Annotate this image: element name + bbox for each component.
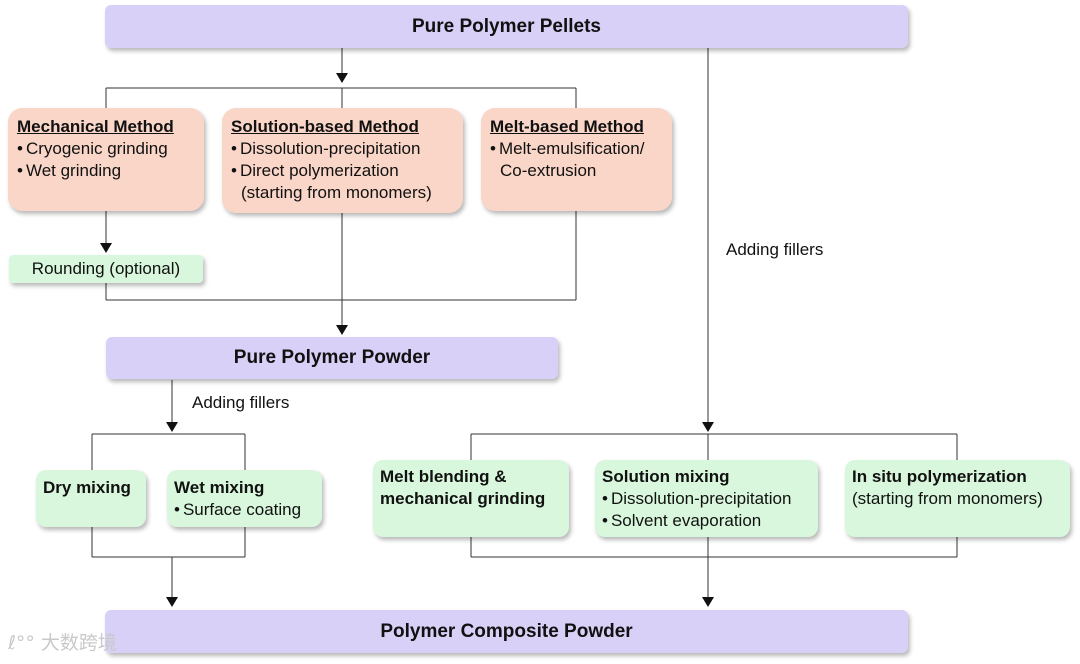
in-situ-note: (starting from monomers) bbox=[852, 489, 1043, 508]
dry-mixing-node: Dry mixing bbox=[36, 470, 146, 527]
adding-fillers-label-right: Adding fillers bbox=[726, 240, 824, 259]
melt-blending-title-line2: mechanical grinding bbox=[380, 489, 546, 508]
in-situ-title: In situ polymerization bbox=[852, 467, 1027, 486]
list-item: •Melt-emulsification/ bbox=[490, 138, 664, 160]
polymer-composite-powder-label: Polymer Composite Powder bbox=[380, 620, 633, 642]
bullet-dot: • bbox=[231, 161, 237, 180]
item-text: Melt-emulsification/ bbox=[498, 139, 645, 158]
bullet-dot: • bbox=[490, 139, 496, 158]
solution-note: (starting from monomers) bbox=[241, 183, 432, 202]
item-text: Cryogenic grinding bbox=[25, 139, 168, 158]
watermark-logo-icon: ℓ°° bbox=[8, 632, 35, 654]
wet-mixing-node: Wet mixing •Surface coating bbox=[167, 470, 322, 527]
mechanical-method-node: Mechanical Method •Cryogenic grinding •W… bbox=[8, 108, 204, 211]
item-text: Solvent evaporation bbox=[610, 511, 762, 530]
melt-based-method-title: Melt-based Method bbox=[490, 117, 644, 136]
watermark-text: 大数跨境 bbox=[40, 632, 117, 654]
melt-based-method-node: Melt-based Method •Melt-emulsification/ … bbox=[481, 108, 672, 211]
dry-mixing-title: Dry mixing bbox=[43, 478, 131, 497]
list-item: •Cryogenic grinding bbox=[17, 138, 196, 160]
rounding-node: Rounding (optional) bbox=[9, 255, 203, 283]
melt-blending-node: Melt blending & mechanical grinding bbox=[373, 460, 569, 537]
solution-based-method-title: Solution-based Method bbox=[231, 117, 419, 136]
in-situ-polymerization-node: In situ polymerization (starting from mo… bbox=[845, 460, 1070, 537]
pure-polymer-powder-node: Pure Polymer Powder bbox=[106, 337, 558, 379]
solution-based-method-node: Solution-based Method •Dissolution-preci… bbox=[222, 108, 463, 213]
list-item: •Direct polymerization bbox=[231, 160, 455, 182]
melt-note: Co-extrusion bbox=[500, 161, 597, 180]
list-item: •Dissolution-precipitation bbox=[602, 488, 811, 510]
list-item: •Solvent evaporation bbox=[602, 510, 811, 532]
bullet-dot: • bbox=[17, 139, 23, 158]
mechanical-method-title: Mechanical Method bbox=[17, 117, 174, 136]
list-item: •Dissolution-precipitation bbox=[231, 138, 455, 160]
pure-polymer-powder-label: Pure Polymer Powder bbox=[233, 347, 431, 368]
rounding-label: Rounding (optional) bbox=[31, 259, 181, 278]
solution-mixing-title: Solution mixing bbox=[602, 467, 730, 486]
watermark: ℓ°° 大数跨境 bbox=[8, 628, 117, 655]
adding-fillers-label-left: Adding fillers bbox=[192, 393, 290, 412]
melt-blending-title-line1: Melt blending & bbox=[380, 467, 507, 486]
polymer-composite-powder-node: Polymer Composite Powder bbox=[105, 610, 908, 653]
item-text: Dissolution-precipitation bbox=[239, 139, 421, 158]
pure-polymer-pellets-node: Pure Polymer Pellets bbox=[105, 5, 908, 48]
item-text: Dissolution-precipitation bbox=[610, 489, 792, 508]
wet-mixing-title: Wet mixing bbox=[174, 478, 265, 497]
list-item: •Surface coating bbox=[174, 499, 315, 521]
bullet-dot: • bbox=[231, 139, 237, 158]
item-text: Surface coating bbox=[182, 500, 302, 519]
bullet-dot: • bbox=[174, 500, 180, 519]
list-item: •Wet grinding bbox=[17, 160, 196, 182]
item-text: Direct polymerization bbox=[239, 161, 399, 180]
bullet-dot: • bbox=[602, 489, 608, 508]
bullet-dot: • bbox=[602, 511, 608, 530]
pure-polymer-pellets-label: Pure Polymer Pellets bbox=[411, 15, 602, 37]
item-text: Wet grinding bbox=[25, 161, 122, 180]
solution-mixing-node: Solution mixing •Dissolution-precipitati… bbox=[595, 460, 818, 537]
bullet-dot: • bbox=[17, 161, 23, 180]
